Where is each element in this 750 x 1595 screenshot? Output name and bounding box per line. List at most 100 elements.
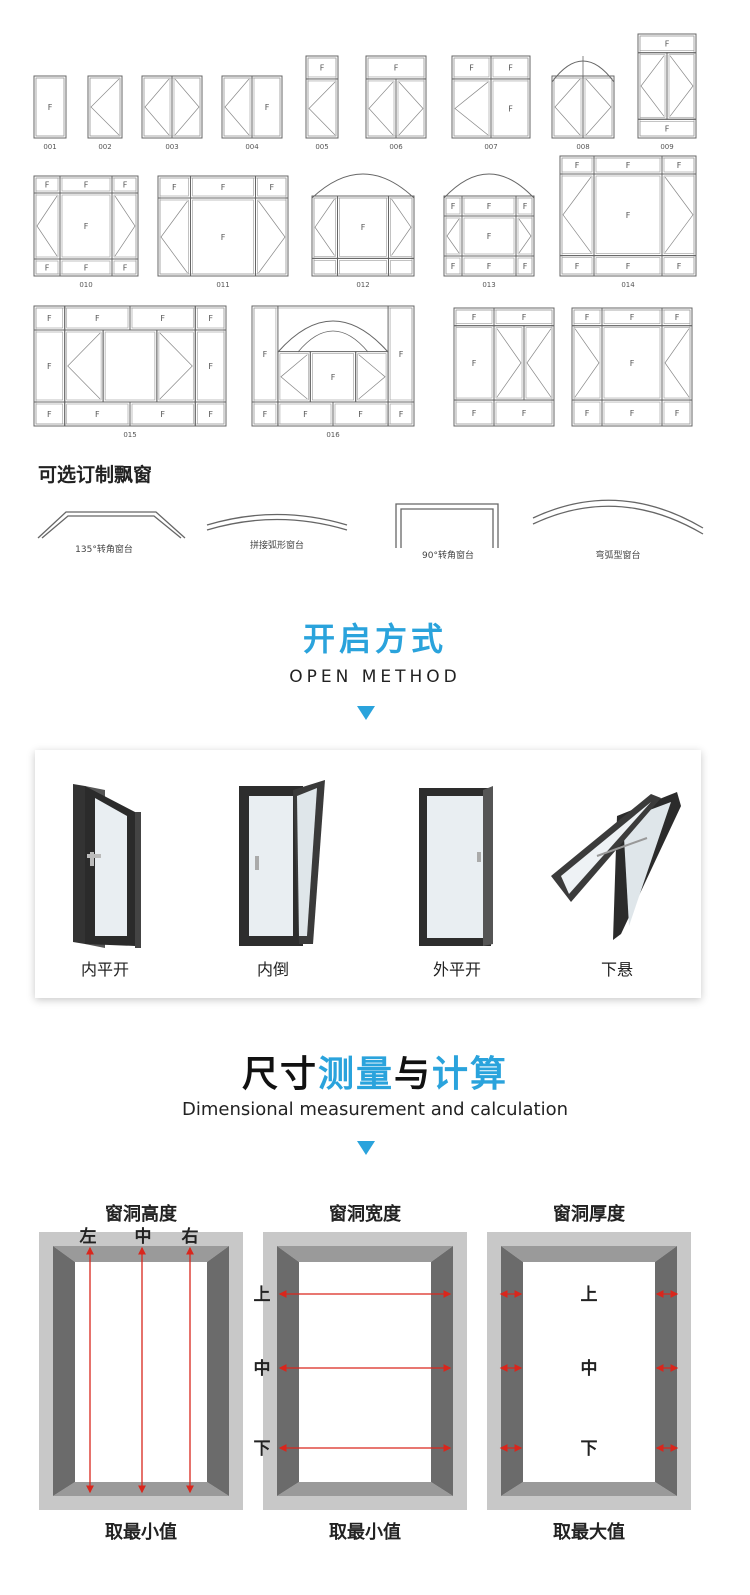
fixed-pane-mark: F (95, 314, 100, 323)
position-label: 中 (581, 1358, 598, 1379)
position-label: 下 (581, 1439, 598, 1459)
fixed-pane-mark: F (522, 313, 527, 322)
fixed-pane-mark: F (123, 264, 128, 273)
fixed-pane-mark: F (361, 223, 366, 232)
outward-casement-window-icon (419, 786, 493, 946)
panel-title-height: 窗洞高度 (105, 1204, 177, 1225)
fixed-pane-mark: F (221, 233, 226, 242)
fixed-pane-mark: F (265, 103, 270, 112)
fixed-pane-mark: F (585, 409, 590, 418)
measurement-title-part: 与 (394, 1054, 433, 1095)
window-code: 008 (576, 143, 589, 151)
fixed-pane-mark: F (95, 410, 100, 419)
position-label: 右 (182, 1226, 199, 1247)
bay-type-label: 135°转角窗台 (75, 543, 133, 555)
fixed-pane-mark: F (665, 125, 670, 134)
method-label: 下悬 (600, 960, 633, 979)
window-code: 014 (621, 281, 635, 289)
fixed-pane-mark: F (487, 232, 492, 241)
fixed-pane-mark: F (84, 264, 89, 273)
fixed-pane-mark: F (320, 63, 325, 72)
window-code: 016 (326, 431, 340, 439)
window-code: 015 (123, 431, 136, 439)
fixed-pane-mark: F (626, 161, 631, 170)
fixed-pane-mark: F (45, 264, 50, 273)
position-label: 左 (80, 1226, 97, 1247)
fixed-pane-mark: F (626, 211, 631, 220)
fixed-pane-mark: F (523, 262, 528, 271)
fixed-pane-mark: F (160, 314, 165, 323)
window-code: 006 (389, 143, 403, 151)
panel-title-width: 窗洞宽度 (329, 1204, 401, 1225)
window-code: 004 (245, 143, 259, 151)
fixed-pane-mark: F (394, 63, 399, 72)
fixed-pane-mark: F (45, 181, 50, 190)
method-label: 外平开 (432, 960, 481, 979)
window-code: 012 (356, 281, 369, 289)
method-bottom-hung: 下悬 (547, 776, 687, 986)
fixed-pane-mark: F (208, 410, 213, 419)
window-code: 003 (165, 143, 178, 151)
window-code: 001 (43, 143, 56, 151)
height-diagram: 左 中 右 (39, 1226, 243, 1510)
fixed-pane-mark: F (508, 104, 513, 113)
fixed-pane-mark: F (487, 202, 492, 211)
method-label: 内平开 (80, 960, 129, 979)
fixed-pane-mark: F (630, 409, 635, 418)
bay-type-label: 拼接弧形窗台 (250, 539, 304, 551)
width-diagram: 上 中 下 (254, 1232, 467, 1510)
fixed-pane-mark: F (84, 222, 89, 231)
fixed-pane-mark: F (84, 181, 89, 190)
fixed-pane-mark: F (472, 359, 477, 368)
measurement-diagrams: 左 中 右 上 中 下 上 中 下 (39, 1226, 691, 1510)
bay-window-options: 135°转角窗台 拼接弧形窗台 90°转角窗台 弯弧型窗台 (37, 499, 704, 561)
fixed-pane-mark: F (451, 262, 456, 271)
down-triangle-icon (357, 1141, 375, 1155)
method-tilt-in: 内倒 (203, 776, 343, 986)
measurement-title-part: 计算 (432, 1054, 509, 1095)
fixed-pane-mark: F (585, 313, 590, 322)
fixed-pane-mark: F (675, 313, 680, 322)
fixed-pane-mark: F (269, 183, 274, 192)
position-label: 上 (581, 1285, 598, 1305)
fixed-pane-mark: F (47, 362, 52, 371)
fixed-pane-mark: F (472, 409, 477, 418)
open-method-subtitle: OPEN METHOD (289, 667, 461, 687)
bottom-hung-window-icon (551, 792, 681, 940)
open-method-card: 内平开 内倒 外平开 下悬 (35, 750, 701, 998)
fixed-pane-mark: F (47, 410, 52, 419)
measurement-title: 尺寸测量与计算 (0, 1045, 750, 1097)
fixed-pane-mark: F (665, 39, 670, 48)
position-label: 中 (135, 1226, 152, 1247)
fixed-pane-mark: F (208, 314, 213, 323)
window-style-008: 008 (551, 75, 615, 151)
open-method-title: 开启方式 (302, 620, 447, 658)
fixed-pane-mark: F (451, 202, 456, 211)
position-label: 中 (254, 1358, 271, 1379)
fixed-pane-mark: F (47, 314, 52, 323)
fixed-pane-mark: F (303, 410, 308, 419)
fixed-pane-mark: F (331, 373, 336, 382)
fixed-pane-mark: F (626, 262, 631, 271)
fixed-pane-mark: F (675, 409, 680, 418)
fixed-pane-mark: F (399, 410, 404, 419)
method-label: 内倒 (256, 960, 289, 979)
inward-casement-window-icon (73, 784, 141, 948)
fixed-pane-mark: F (677, 161, 682, 170)
fixed-pane-mark: F (469, 63, 474, 72)
fixed-pane-mark: F (399, 350, 404, 359)
window-code: 013 (482, 281, 495, 289)
down-triangle-icon (357, 706, 375, 720)
window-style-006: F 006 (365, 55, 427, 151)
